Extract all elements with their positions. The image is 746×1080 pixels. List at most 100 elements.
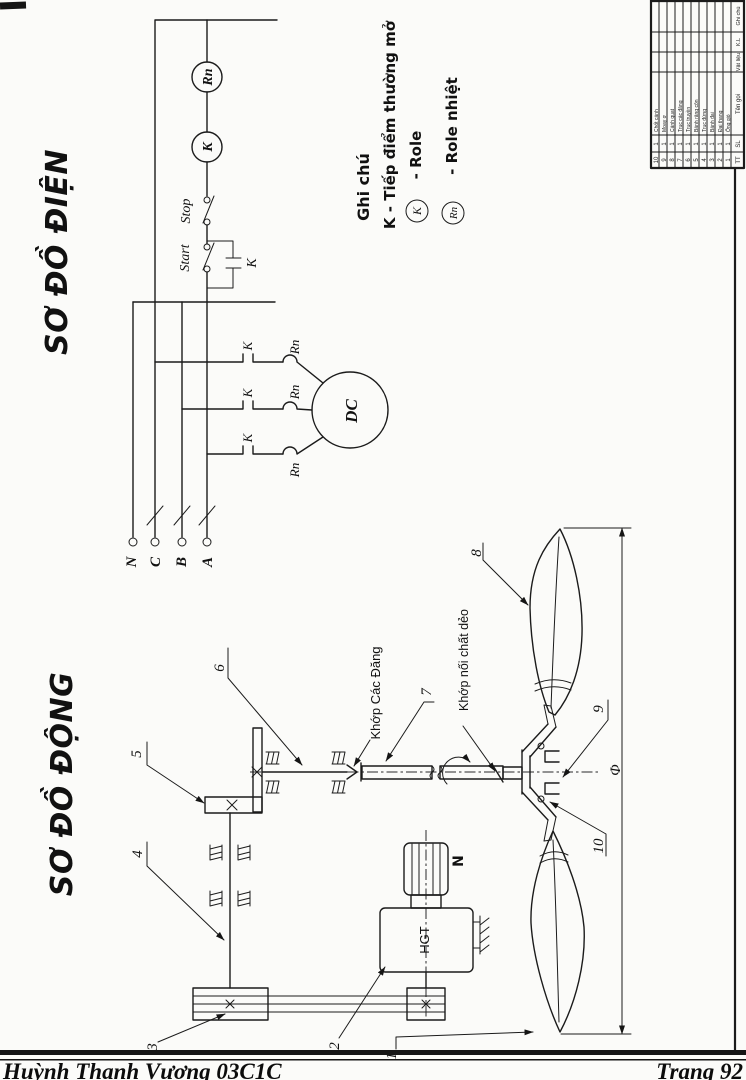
part-no: 3 <box>710 158 716 162</box>
part-no: 4 <box>702 158 708 162</box>
bearing-icon <box>265 751 280 765</box>
part-name: Bánh đai <box>710 112 716 132</box>
support-hatch-icon <box>472 915 490 955</box>
part-qty: 1 <box>678 142 684 146</box>
thermal-relay-coil-label: Rn <box>201 68 216 86</box>
start-label: Start <box>178 243 193 271</box>
part-name: Chốt cánh <box>654 109 660 132</box>
callout-9: 9 <box>591 705 607 713</box>
belt-drive <box>192 987 446 1021</box>
part-name: Trục truyền <box>686 107 692 132</box>
part-qty: 1 <box>710 142 716 146</box>
contactor-coil-label: K <box>201 141 216 153</box>
stop-label: Stop <box>179 199 194 224</box>
part-no: 1 <box>726 158 732 162</box>
legend-rn-circle <box>441 201 465 225</box>
legend-rn-text: - Role nhiệt <box>443 77 461 175</box>
sheet-frame <box>0 1 737 1052</box>
table-header-mass: K.L <box>736 38 742 46</box>
part-qty: 1 <box>686 142 692 146</box>
fan-blade-upper <box>529 528 583 716</box>
fan-hub <box>502 704 560 842</box>
kinematic-title: SƠ ĐỒ ĐỘNG <box>39 672 80 896</box>
table-header-name: Tên gọi <box>736 94 742 114</box>
power-circuit: N C B A K K K Rn Rn Rn DC <box>124 301 389 568</box>
footer-author: Huỳnh Thanh Vương 03C1C <box>2 1059 282 1080</box>
part-qty: 1 <box>662 142 668 146</box>
part-no: 7 <box>678 158 684 162</box>
callout-3: 3 <box>145 1043 161 1052</box>
k-contact-3-label: K <box>240 432 255 443</box>
circuit-legend: Ghi chú K - Tiếp điểm thường mở K - Role… <box>354 20 465 229</box>
bevel-gear-unit <box>204 727 263 814</box>
part-no: 8 <box>670 158 676 162</box>
part-name: Trục đứng <box>702 109 708 132</box>
bearing-icon <box>237 890 251 907</box>
pulley-large <box>192 987 269 1021</box>
footer-page-number: Trang 92 <box>656 1059 743 1080</box>
callout-2: 2 <box>327 1042 343 1050</box>
terminal-a-label: A <box>200 557 216 568</box>
table-header-material: Vật liệu <box>736 53 742 71</box>
rn-element-2-label: Rn <box>287 385 302 400</box>
legend-k-circle <box>405 199 429 223</box>
part-qty: 1 <box>702 142 708 146</box>
motor-n-label: N <box>451 855 467 867</box>
rn-element-1-label: Rn <box>287 340 302 355</box>
part-name: Trục các đăng <box>678 100 684 132</box>
part-no: 6 <box>686 158 692 162</box>
fan-blade-lower <box>530 830 585 1033</box>
part-qty: 1 <box>654 142 660 146</box>
part-no: 2 <box>718 158 724 162</box>
legend-k-symbol: K <box>410 206 424 216</box>
terminal-c-label: C <box>148 556 164 567</box>
terminal-n-label: N <box>124 555 140 568</box>
callout-6: 6 <box>212 664 228 672</box>
bearing-icon <box>209 844 223 861</box>
bearing-icon <box>331 751 346 765</box>
bearing-icon <box>331 780 346 794</box>
table-header-order: TT <box>736 156 742 164</box>
start-button-symbol <box>202 242 215 273</box>
diameter-label: Φ <box>608 764 624 776</box>
bearing-icon <box>209 890 223 907</box>
callout-5: 5 <box>129 750 145 758</box>
control-circuit: Rn K Stop Start K <box>154 19 278 303</box>
k-contact-1-label: K <box>240 340 255 351</box>
motor-label: DC <box>342 399 361 424</box>
part-qty: 1 <box>718 142 724 146</box>
part-name: Ống gió <box>725 114 732 132</box>
stop-button-symbol <box>202 195 215 226</box>
callout-4: 4 <box>130 850 146 858</box>
table-header-qty: SL <box>736 140 742 148</box>
legend-rn-symbol: Rn <box>448 206 460 220</box>
motor-symbol <box>311 371 389 449</box>
holding-contact-label: K <box>245 258 260 269</box>
callout-7: 7 <box>419 687 435 696</box>
callouts: 1 2 3 4 5 6 7 8 9 10 <box>129 542 609 1060</box>
page-footer: Huỳnh Thanh Vương 03C1C Trang 92 <box>0 1050 746 1080</box>
gearbox-motor-group: HGT N <box>379 842 490 989</box>
cardan-label: Khớp Các Đăng <box>368 646 383 739</box>
legend-title: Ghi chú <box>354 153 373 221</box>
part-no: 9 <box>662 158 668 162</box>
callout-1: 1 <box>384 1052 400 1060</box>
part-qty: 1 <box>670 142 676 146</box>
terminal-b-label: B <box>174 557 190 568</box>
electric-motor <box>403 842 449 896</box>
legend-contact-note: K - Tiếp điểm thường mở <box>380 20 399 229</box>
gearbox-label: HGT <box>417 926 432 954</box>
part-qty: 1 <box>694 142 700 146</box>
k-contact-2-label: K <box>240 387 255 398</box>
part-name: Moay ơ <box>662 114 668 132</box>
rotation-arrow-icon <box>442 753 471 785</box>
part-name: Bánh răng côn <box>694 99 700 132</box>
table-header-note: Ghi chú <box>736 7 742 26</box>
callout-8: 8 <box>469 549 485 557</box>
bearing-icon <box>237 844 251 861</box>
holding-contact-branch: K <box>206 240 260 289</box>
callout-10: 10 <box>591 838 607 854</box>
part-name: Cánh quạt <box>670 108 676 132</box>
